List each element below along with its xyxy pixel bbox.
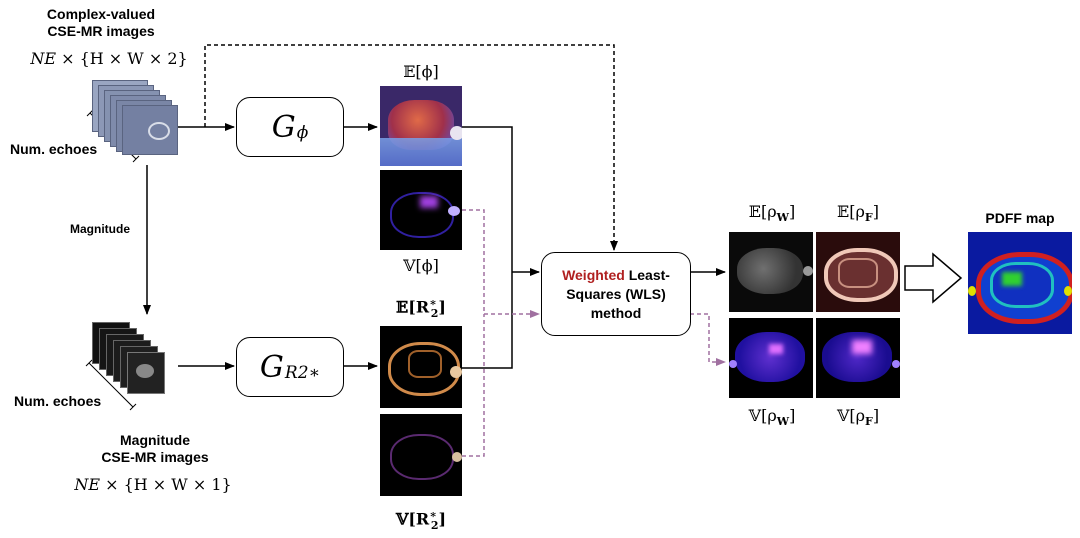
- image-v-rho-w: [729, 318, 813, 398]
- label-v-phi: 𝕍[ϕ]: [403, 256, 439, 275]
- complex-input-dims: NE × {H × W × 2}: [30, 49, 188, 68]
- wls-line1-rest: Least-: [624, 266, 670, 283]
- label-v-r2-sub: 2: [430, 518, 439, 532]
- magnitude-dims-set: {H × W × 1}: [123, 475, 232, 494]
- echo-axis-line-bottom: [88, 362, 134, 408]
- complex-echo-axis-label: Num. echoes: [10, 141, 98, 157]
- wls-line1: Weighted Least-: [562, 266, 670, 285]
- block-arrow-to-pdff: [904, 252, 963, 304]
- label-v-rho-w: 𝕍[ρW]: [730, 406, 814, 428]
- magnitude-title-line1: Magnitude: [120, 432, 190, 448]
- magnitude-echo-axis-label: Num. echoes: [14, 393, 102, 409]
- magnitude-title-line2: CSE-MR images: [101, 449, 209, 465]
- line-er2-merge: [462, 272, 513, 369]
- label-e-rho-f-close: ]: [872, 202, 879, 221]
- line-ephi-merge: [462, 126, 513, 272]
- image-v-rho-f: [816, 318, 900, 398]
- magnitude-echo-stack: [92, 322, 182, 404]
- image-e-rho-f: [816, 232, 900, 312]
- wls-weighted-word: Weighted: [562, 266, 625, 283]
- wls-line3: method: [590, 304, 642, 321]
- label-e-rho-f: 𝔼[ρF]: [816, 202, 900, 224]
- generator-r2-sub: R2∗: [284, 363, 321, 383]
- label-v-r2-close: ]: [438, 509, 447, 529]
- label-v-rho-f-prefix: 𝕍[ρ: [836, 406, 865, 425]
- generator-phi-sub: ϕ: [296, 123, 309, 143]
- image-e-r2: [380, 326, 462, 408]
- label-e-r2-prefix: 𝔼[R: [396, 297, 430, 317]
- label-e-rho-w-close: ]: [788, 202, 796, 221]
- magnitude-arrow-label: Magnitude: [70, 222, 130, 236]
- label-v-rho-w-prefix: 𝕍[ρ: [748, 406, 777, 425]
- magnitude-input-dims: NE × {H × W × 1}: [74, 475, 232, 494]
- label-v-r2: 𝕍[R∗2]: [376, 508, 466, 532]
- image-pdff-map: [968, 232, 1072, 334]
- image-v-r2: [380, 414, 462, 496]
- pdff-title: PDFF map: [985, 210, 1055, 226]
- label-v-r2-prefix: 𝕍[R: [395, 509, 430, 529]
- label-v-rho-w-close: ]: [789, 406, 796, 425]
- magnitude-input-title: Magnitude CSE-MR images: [60, 432, 250, 466]
- complex-echo-stack: [92, 80, 182, 160]
- image-e-rho-w: [729, 232, 813, 312]
- generator-phi-letter: G: [271, 109, 296, 145]
- label-e-r2-close: ]: [438, 297, 446, 317]
- label-e-rho-f-sub: F: [864, 211, 873, 225]
- label-v-rho-f-close: ]: [872, 406, 880, 425]
- label-v-r2-sup: ∗: [429, 508, 437, 521]
- complex-title-line2: CSE-MR images: [47, 23, 155, 39]
- wls-line2: Squares (WLS): [566, 285, 666, 302]
- label-e-rho-f-prefix: 𝔼[ρ: [837, 202, 865, 221]
- wls-method-box: Weighted Least- Squares (WLS) method: [541, 252, 691, 336]
- image-v-phi: [380, 170, 462, 250]
- label-e-rho-w-sub: W: [776, 211, 789, 225]
- label-e-rho-w: 𝔼[ρW]: [730, 202, 814, 224]
- label-v-rho-f-sub: F: [865, 415, 873, 429]
- label-e-r2-sup: ∗: [429, 296, 437, 309]
- dashed-vphi-to-wls: [462, 209, 485, 314]
- dashed-vr2-to-wls: [462, 314, 485, 457]
- complex-input-title: Complex-valued CSE-MR images: [10, 6, 192, 40]
- label-e-phi: 𝔼[ϕ]: [403, 62, 439, 81]
- complex-title-line1: Complex-valued: [46, 6, 156, 22]
- label-e-rho-w-prefix: 𝔼[ρ: [748, 202, 777, 221]
- generator-r2-letter: G: [259, 349, 284, 385]
- label-e-r2: 𝔼[R∗2]: [376, 296, 466, 320]
- label-v-rho-w-sub: W: [776, 415, 790, 429]
- magnitude-dims-prefix: NE: [74, 475, 100, 494]
- complex-dims-set: {H × W × 2}: [79, 49, 188, 68]
- label-e-r2-sub: 2: [430, 306, 439, 320]
- label-v-rho-f: 𝕍[ρF]: [816, 406, 900, 428]
- dashed-wls-to-vrho: [690, 313, 726, 366]
- complex-dims-prefix: NE: [30, 49, 56, 68]
- image-e-phi: [380, 86, 462, 166]
